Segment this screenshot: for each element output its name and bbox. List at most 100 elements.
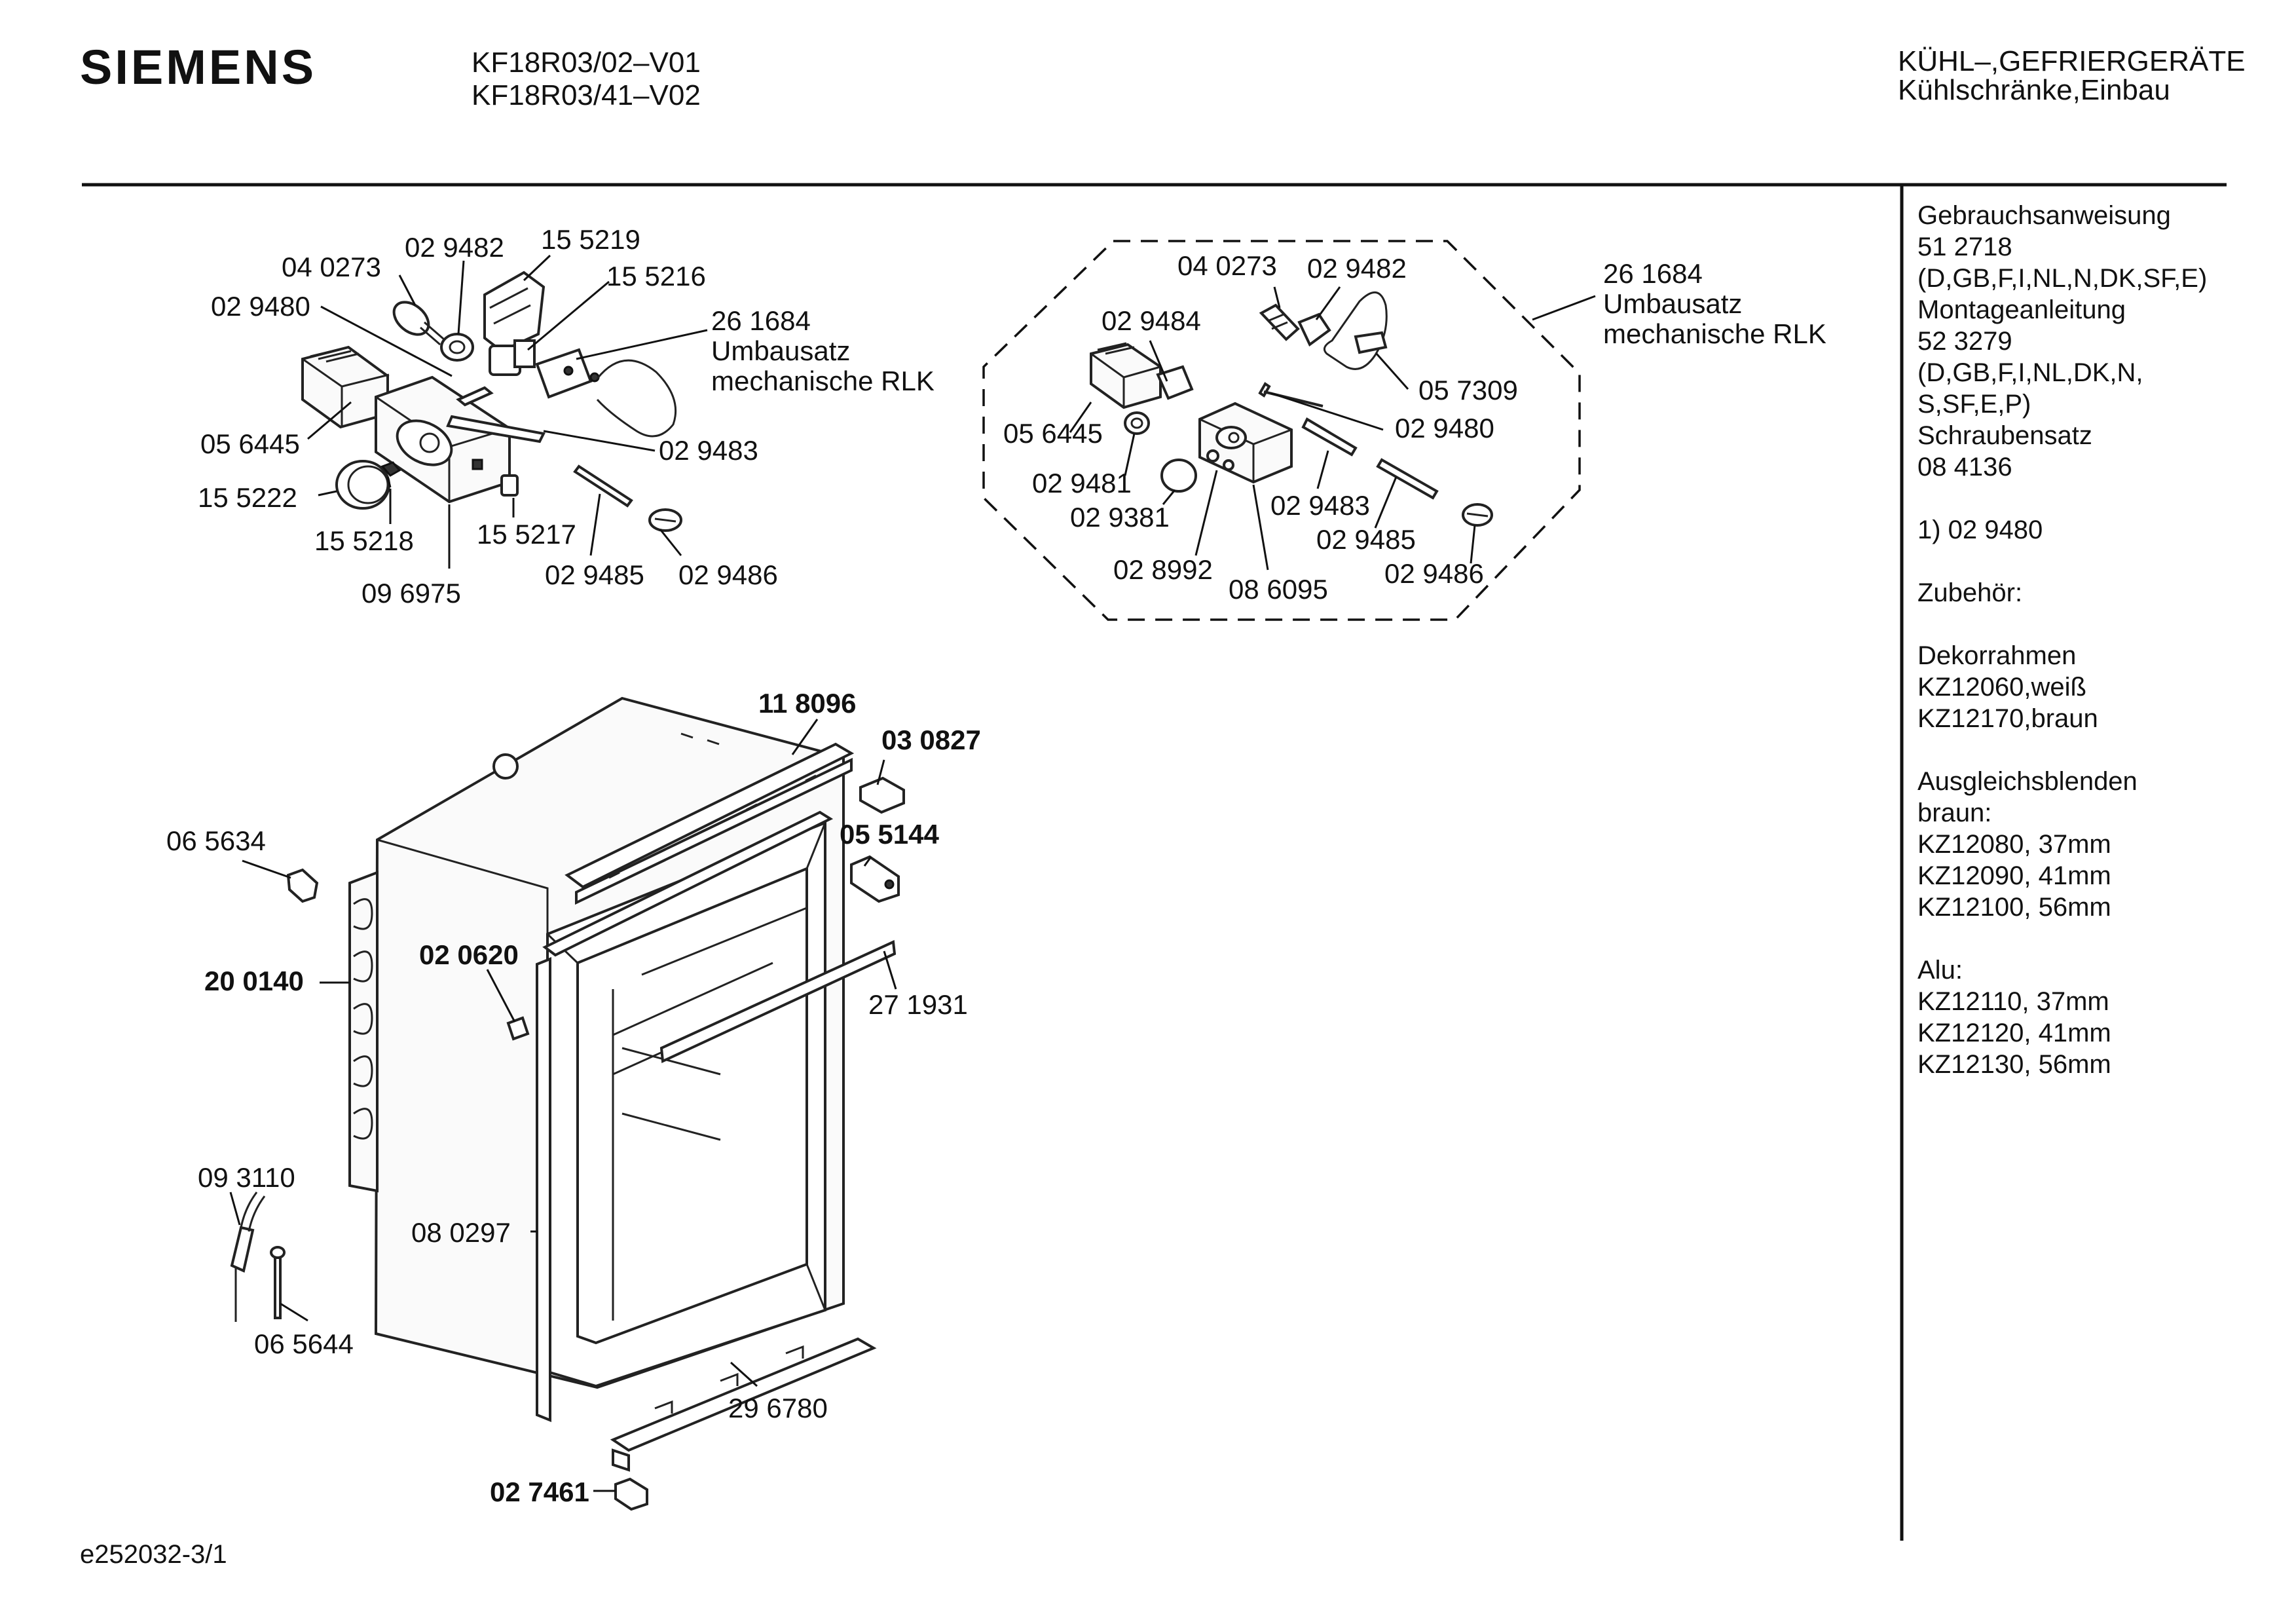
kit-knob-part xyxy=(1160,459,1197,493)
sidebar-line: Alu: xyxy=(1917,956,1963,985)
part-label-030827: 03 0827 xyxy=(881,724,981,755)
part-label-093110: 09 3110 xyxy=(198,1162,295,1193)
drawing-code: e252032-3/1 xyxy=(80,1540,227,1569)
part-label-029480: 02 9480 xyxy=(211,291,310,322)
condenser-coil-part xyxy=(348,871,379,1193)
part-label-155219: 15 5219 xyxy=(541,224,640,255)
sidebar-line: KZ12110, 37mm xyxy=(1917,987,2109,1016)
sidebar-line: (D,GB,F,I,NL,N,DK,SF,E) xyxy=(1917,264,2207,293)
clip-part xyxy=(380,461,401,488)
kit-part-label-056445: 05 6445 xyxy=(1003,418,1103,449)
sidebar-line: S,SF,E,P) xyxy=(1917,390,2031,419)
part-label-118096: 11 8096 xyxy=(758,688,857,719)
part-label-056445: 05 6445 xyxy=(200,428,300,459)
sidebar-line: Schraubensatz xyxy=(1917,421,2092,450)
wire-clip-part xyxy=(286,868,319,903)
kit-label-mechanical-rlk: mechanische RLK xyxy=(1603,318,1826,349)
model-number-1: KF18R03/02–V01 xyxy=(472,47,701,79)
top-rail-part xyxy=(565,742,855,889)
sidebar-line: (D,GB,F,I,NL,DK,N, xyxy=(1917,358,2143,387)
part-label-065644: 06 5644 xyxy=(254,1328,354,1359)
kit-part-label-029480: 02 9480 xyxy=(1395,413,1494,443)
brand-logo: SIEMENS xyxy=(80,40,316,94)
cap-part xyxy=(648,508,682,532)
part-label-029486: 02 9486 xyxy=(678,559,778,590)
part-label-155217: 15 5217 xyxy=(477,519,576,550)
sidebar-line: KZ12090, 41mm xyxy=(1917,861,2111,890)
part-label-155218: 15 5218 xyxy=(314,525,414,556)
kit-label-umbausatz: Umbausatz xyxy=(711,335,850,366)
cabinet-top-fitting xyxy=(492,753,519,780)
kit-slider-part xyxy=(1301,417,1358,457)
kit-bracket-part xyxy=(1156,365,1194,400)
lower-hinge-part xyxy=(850,855,900,903)
part-label-065634: 06 5634 xyxy=(166,825,266,856)
frame-strip-part xyxy=(542,810,834,957)
sidebar-line: Zubehör: xyxy=(1917,578,2022,607)
part-label-040273: 04 0273 xyxy=(282,252,381,282)
kit-part-label-029485: 02 9485 xyxy=(1316,524,1416,555)
kit-small-part xyxy=(1223,459,1234,471)
kit-rod-part xyxy=(1258,382,1324,407)
kit-bulb-part xyxy=(1259,303,1300,341)
sidebar-line: KZ12100, 56mm xyxy=(1917,893,2111,922)
sidebar-line: 52 3279 xyxy=(1917,327,2012,356)
part-label-029482: 02 9482 xyxy=(405,232,504,263)
kit-part-label-029484: 02 9484 xyxy=(1102,305,1201,336)
switch-clip-part xyxy=(500,474,519,497)
door-stop-part xyxy=(614,1477,648,1511)
control-knob-part xyxy=(335,460,390,510)
appliance-subcategory: Kühlschränke,Einbau xyxy=(1898,74,2170,106)
kit-part-label-029482: 02 9482 xyxy=(1307,253,1407,284)
sidebar-line: KZ12120, 41mm xyxy=(1917,1019,2111,1047)
kit-push-rod-part xyxy=(1376,458,1439,500)
sidebar-line: 08 4136 xyxy=(1917,453,2012,481)
bracket-part xyxy=(483,271,546,353)
push-rod-part xyxy=(573,464,633,508)
refrigerator-cabinet-assembly: 11 8096 03 0827 06 5634 05 5144 02 0620 … xyxy=(166,688,981,1511)
kit-part-label-029486: 02 9486 xyxy=(1384,558,1484,589)
part-label-080297: 08 0297 xyxy=(411,1217,511,1248)
part-label-020620: 02 0620 xyxy=(419,939,519,970)
temperature-sensor-part xyxy=(230,1192,266,1322)
sidebar-line: braun: xyxy=(1917,799,1991,827)
sidebar-line: Montageanleitung xyxy=(1917,295,2126,324)
sidebar-notes: Gebrauchsanweisung 51 2718 (D,GB,F,I,NL,… xyxy=(1917,201,2207,1079)
part-label-096975: 09 6975 xyxy=(361,578,461,609)
sensor-tube-part xyxy=(274,1256,282,1319)
mechanical-rlk-board-part xyxy=(535,348,677,438)
side-trim-strip-part xyxy=(536,957,551,1422)
kit-part-label-028992: 02 8992 xyxy=(1113,554,1213,585)
thermostat-housing-part xyxy=(375,375,511,504)
cabinet-inner-opening xyxy=(576,867,808,1345)
part-label-029483: 02 9483 xyxy=(659,435,758,466)
kit-part-label-029483: 02 9483 xyxy=(1270,490,1370,521)
kit-part-label-057309: 05 7309 xyxy=(1418,375,1518,405)
part-label-261684: 26 1684 xyxy=(711,305,811,336)
part-label-271931: 27 1931 xyxy=(868,989,968,1020)
sidebar-line: 51 2718 xyxy=(1917,233,2012,261)
hinge-part xyxy=(859,776,905,814)
kit-dashed-outline xyxy=(982,240,1581,621)
kit-cover-part xyxy=(1090,342,1162,409)
kit-part-label-029481: 02 9481 xyxy=(1032,468,1132,498)
sidebar-line: KZ12080, 37mm xyxy=(1917,830,2111,859)
sidebar-line: KZ12060,weiß xyxy=(1917,673,2086,702)
part-label-296780: 29 6780 xyxy=(728,1393,828,1423)
kit-cap-part xyxy=(1462,503,1493,527)
model-number-2: KF18R03/41–V02 xyxy=(472,79,701,111)
part-label-027461: 02 7461 xyxy=(490,1476,589,1507)
kit-part-label-086095: 08 6095 xyxy=(1229,574,1328,605)
thermostat-cover-part xyxy=(301,345,390,429)
sidebar-line: 1) 02 9480 xyxy=(1917,516,2043,544)
door-seal-strip-part xyxy=(659,940,897,1063)
part-label-155222: 15 5222 xyxy=(198,482,297,513)
sidebar-line: Dekorrahmen xyxy=(1917,641,2076,670)
light-thermostat-assembly: 04 0273 02 9482 15 5219 15 5216 02 9480 … xyxy=(198,224,935,609)
kit-leader xyxy=(1532,295,1596,321)
kit-part-label-261684: 26 1684 xyxy=(1603,258,1703,289)
bottom-rail-part xyxy=(610,1337,877,1472)
lamp-socket-ring-part xyxy=(440,333,474,362)
